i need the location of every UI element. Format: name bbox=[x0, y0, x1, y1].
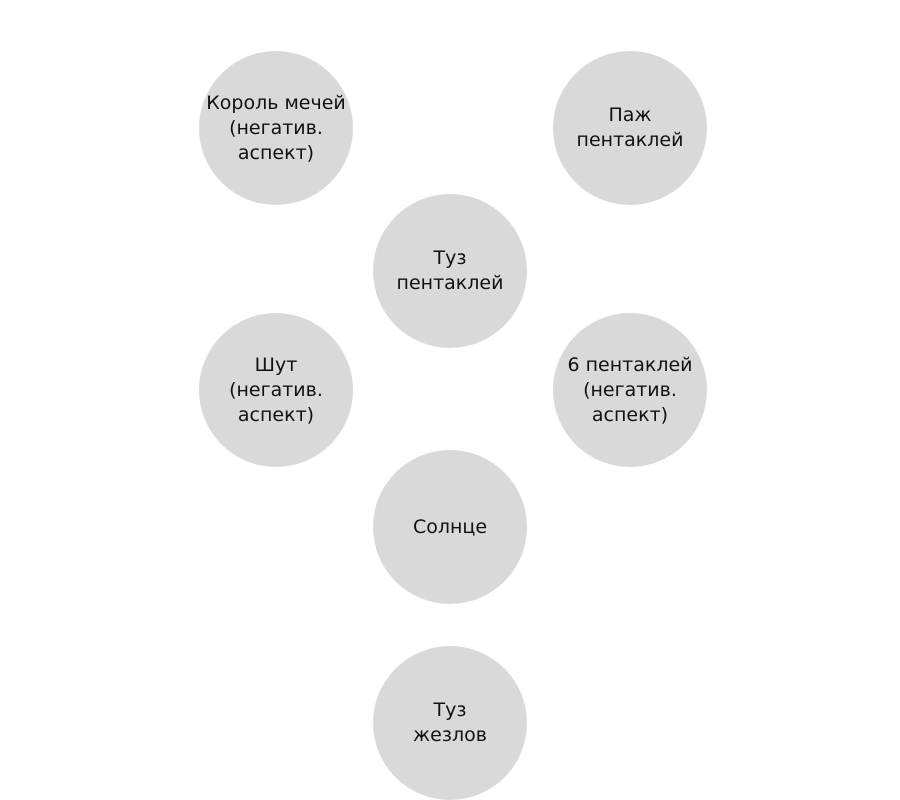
card-six-of-pentacles: 6 пентаклей (негатив. аспект) bbox=[553, 313, 707, 467]
card-label: 6 пентаклей (негатив. аспект) bbox=[567, 353, 693, 426]
card-label: Туз жезлов bbox=[413, 699, 487, 746]
card-fool: Шут (негатив. аспект) bbox=[199, 313, 353, 467]
card-label: Паж пентаклей bbox=[576, 104, 684, 151]
card-label: Туз пентаклей bbox=[396, 247, 504, 294]
card-king-of-swords: Король мечей (негатив. аспект) bbox=[199, 51, 353, 205]
card-page-of-pentacles: Паж пентаклей bbox=[553, 51, 707, 205]
card-label: Шут (негатив. аспект) bbox=[229, 353, 323, 426]
card-label: Король мечей (негатив. аспект) bbox=[206, 91, 346, 164]
card-sun: Солнце bbox=[373, 450, 527, 604]
card-label: Солнце bbox=[412, 515, 488, 538]
card-ace-of-wands: Туз жезлов bbox=[373, 646, 527, 800]
card-ace-of-pentacles: Туз пентаклей bbox=[373, 194, 527, 348]
